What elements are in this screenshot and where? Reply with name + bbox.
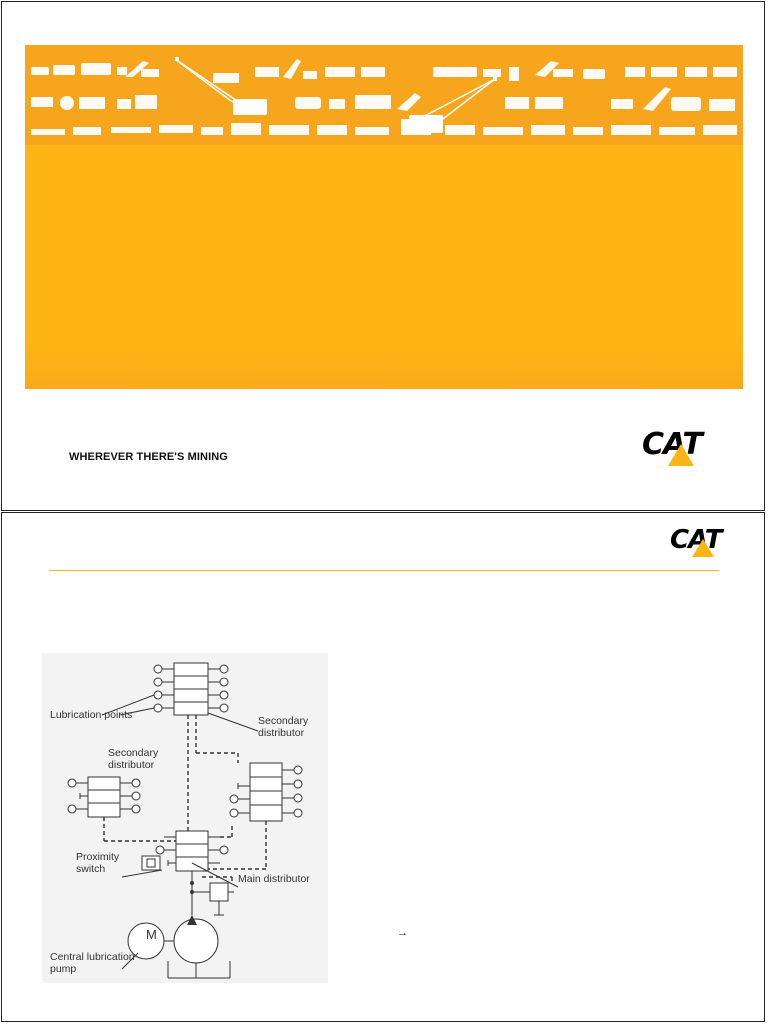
cat-logo: CAT [642, 430, 704, 466]
lubrication-schematic [67, 662, 303, 979]
lubrication-system-diagram: M Lubrication points Secondary distribut… [42, 653, 328, 983]
central-lubrication-pump-label: Central lubrication pump [50, 951, 135, 975]
mining-banner [25, 45, 743, 389]
main-distributor-label: Main distributor [238, 873, 310, 885]
cat-logo-triangle [692, 539, 714, 557]
motor-label: M [146, 927, 157, 942]
lubrication-slide: CAT [1, 512, 765, 1022]
secondary-distributor-label-left: Secondary distributor [108, 747, 159, 771]
bullet-arrow: → [397, 927, 408, 939]
mining-equipment-silhouettes [31, 57, 737, 135]
proximity-switch-label: Proximity switch [76, 851, 120, 875]
title-slide: WHEREVER THERE'S MINING CAT [1, 1, 765, 511]
tagline: WHEREVER THERE'S MINING [69, 451, 228, 463]
lubrication-points-label: Lubrication points [50, 709, 133, 721]
cat-logo-text: CAT [670, 525, 722, 555]
cat-logo: CAT [670, 527, 724, 557]
secondary-distributor-label-top: Secondary distributor [258, 715, 309, 739]
cat-logo-text: CAT [642, 427, 703, 462]
cat-logo-triangle [668, 444, 694, 466]
header-rule [49, 570, 719, 571]
